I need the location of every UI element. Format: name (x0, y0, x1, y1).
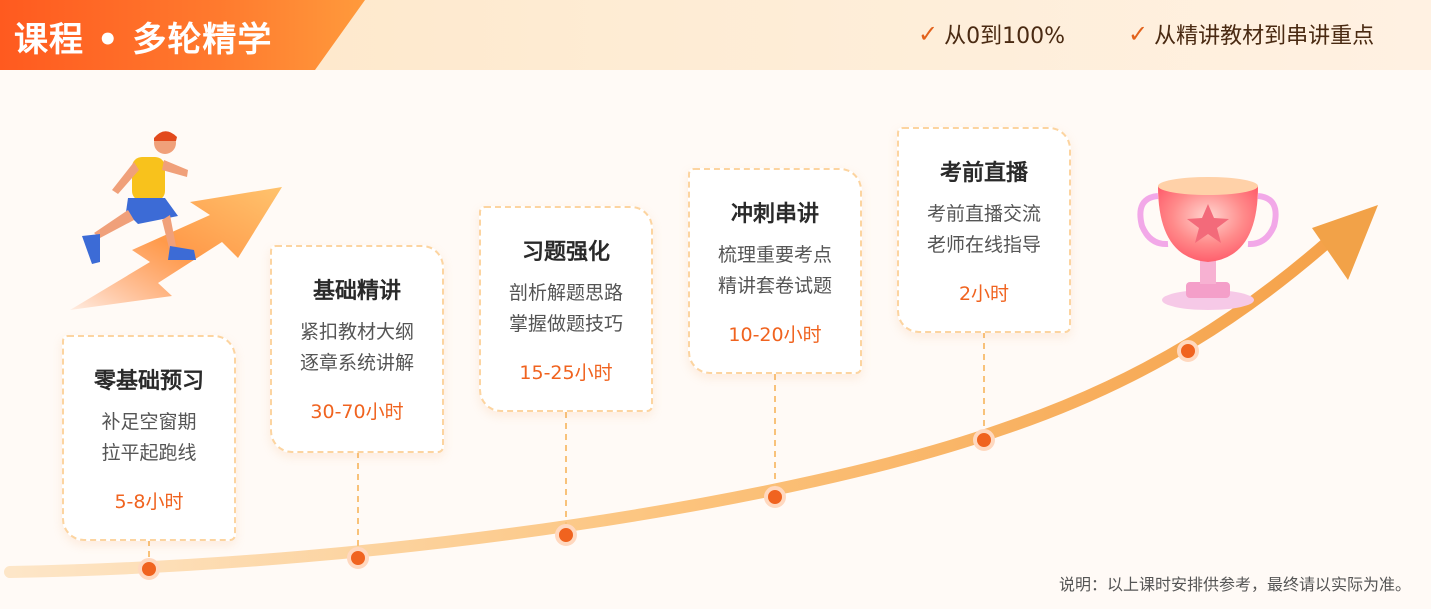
stage-name: 冲刺串讲 (730, 202, 819, 227)
header-bar: 课程 • 多轮精学 ✓ 从0到100% ✓ 从精讲教材到串讲重点 (0, 0, 1431, 70)
stage-name: 习题强化 (521, 240, 610, 265)
stage-card-practice: 习题强化 剖析解题思路 掌握做题技巧 15-25小时 (479, 206, 653, 412)
stage-description: 梳理重要考点 精讲套卷试题 (717, 244, 832, 297)
milestone-dot (973, 429, 995, 451)
milestone-dot (138, 558, 160, 580)
tagline-1: ✓ 从0到100% (918, 20, 1066, 49)
stage-hours: 15-25小时 (519, 362, 613, 384)
stage-card-live: 考前直播 考前直播交流 老师在线指导 2小时 (897, 127, 1071, 333)
milestone-dot (764, 486, 786, 508)
title-tab: 课程 • 多轮精学 (0, 0, 365, 70)
stage-name: 基础精讲 (312, 279, 401, 304)
stage-hours: 30-70小时 (310, 401, 404, 423)
stage-hours: 10-20小时 (728, 324, 822, 346)
milestone-dot (555, 524, 577, 546)
stage-name: 考前直播 (939, 161, 1028, 186)
stage-description: 剖析解题思路 掌握做题技巧 (508, 282, 623, 335)
milestone-dot (1177, 340, 1199, 362)
stage-description: 紧扣教材大纲 逐章系统讲解 (299, 321, 414, 374)
stage-name: 零基础预习 (93, 369, 204, 394)
stage-card-preview: 零基础预习 补足空窗期 拉平起跑线 5-8小时 (62, 335, 236, 541)
stage-description: 考前直播交流 老师在线指导 (926, 203, 1041, 256)
trophy-icon (1137, 177, 1279, 310)
stage-hours: 5-8小时 (114, 491, 184, 513)
page-title: 课程 • 多轮精学 (14, 20, 273, 60)
curve-arrowhead (1312, 205, 1378, 280)
check-icon: ✓ (918, 20, 939, 48)
tagline-2: ✓ 从精讲教材到串讲重点 (1128, 20, 1375, 49)
milestone-dot (347, 547, 369, 569)
footnote: 说明：以上课时安排供参考，最终请以实际为准。 (1058, 575, 1411, 594)
growth-curve-line (4, 234, 1336, 578)
runner-illustration (82, 131, 196, 264)
stage-description: 补足空窗期 拉平起跑线 (101, 411, 197, 464)
stage-card-basics: 基础精讲 紧扣教材大纲 逐章系统讲解 30-70小时 (270, 245, 444, 453)
stage-card-sprint: 冲刺串讲 梳理重要考点 精讲套卷试题 10-20小时 (688, 168, 862, 374)
check-icon: ✓ (1128, 20, 1149, 48)
stage-hours: 2小时 (958, 283, 1010, 305)
